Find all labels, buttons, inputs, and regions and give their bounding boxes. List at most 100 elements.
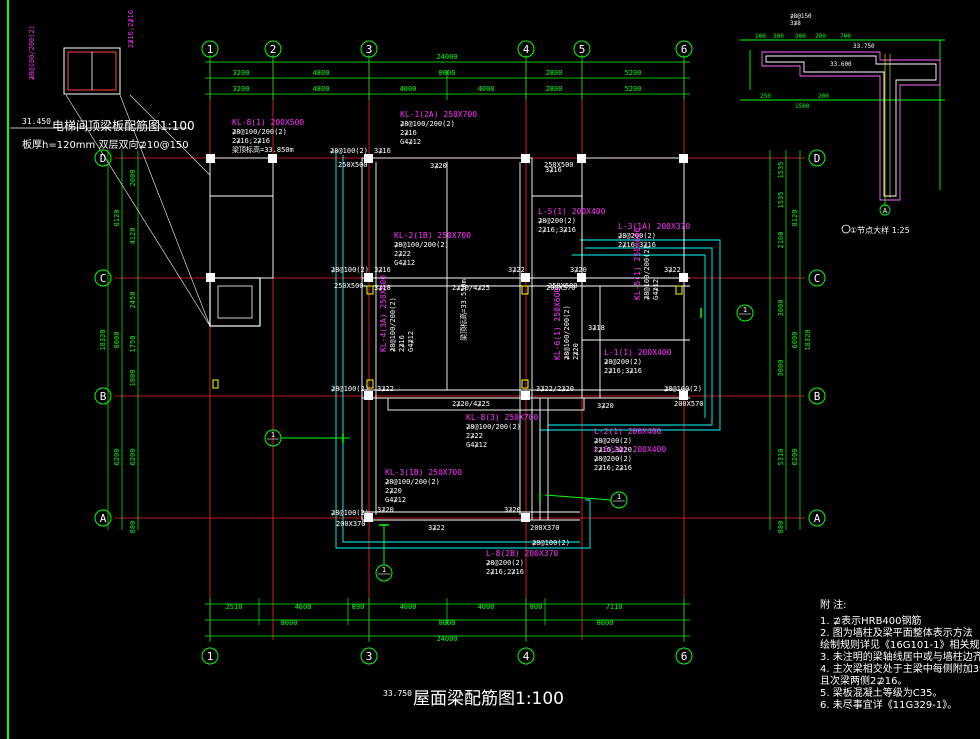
note-item: 4. 主次梁相交处于主梁中每侧附加3个⊉50, (820, 664, 980, 675)
node-dim: 300 (795, 33, 806, 40)
bar-label-d: ⊉8@100(2) (330, 147, 368, 155)
node-label: 33.750 (853, 43, 875, 50)
node-dim: 100 (755, 33, 766, 40)
axis-bubble-top-6: 6 (681, 43, 688, 56)
beam-elevation-note: 梁顶标高=33.550m (459, 279, 468, 341)
dim-left-inner: 1750 (129, 336, 137, 353)
bar-label-a: 3⊉20 (504, 506, 521, 514)
dim-top-total: 24000 (436, 53, 457, 61)
dim-top-2: 4000 (400, 85, 417, 93)
beam-l8: L-8(2B) 200X370 (486, 549, 558, 558)
beam-kl3-rebar: ⊉8@100/200(2) (385, 478, 440, 486)
node-dim: 200 (815, 33, 826, 40)
bar-label-c: 2⊉20/4⊉25 (452, 284, 490, 292)
axis-bubble-bottom-6-circle (675, 647, 693, 665)
dim-right-inner: 3000 (777, 300, 785, 317)
beam-l5: L-5(1) 200X400 (538, 207, 606, 216)
beam-kl1-rebar: ⊉8@100/200(2) (400, 120, 455, 128)
beam-kl4-rebar: G4⊉12 (407, 331, 415, 352)
dim-bottom-1: 4600 (295, 603, 312, 611)
axis-bubble-bottom-3: 3 (366, 650, 373, 663)
dim-right-inner: 2160 (777, 232, 785, 249)
dim-top-1: 3200 (233, 69, 250, 77)
dim-left-outer: 8120 (113, 210, 121, 227)
dim-top-1: 4800 (313, 69, 330, 77)
dim-bottom-1: 890 (352, 603, 365, 611)
beam-kl6-rebar: 2⊉20 (572, 343, 580, 360)
note-item: 绘制规则详见《16G101-1》相关规定。 (820, 640, 980, 651)
beam-l2-rebar: 2⊉16;3⊉20 (594, 446, 632, 454)
axis-bubble-top-6-circle (675, 40, 693, 58)
detail-callouts (264, 304, 754, 582)
axis-bubble-left-D-circle (94, 149, 112, 167)
dim-bottom-2: 8000 (281, 619, 298, 627)
beam-l6-rebar: 2⊉16;2⊉16 (594, 464, 632, 472)
section-size: 250X500 (338, 161, 368, 169)
callout-number: 1 (617, 493, 621, 501)
axis-bubble-top-4-circle (517, 40, 535, 58)
axis-bubble-right-C: C (814, 272, 821, 285)
bar-label-b: 2⊉20/4⊉25 (452, 400, 490, 408)
beam-l8-rebar: 2⊉16;2⊉16 (486, 568, 524, 576)
section-size: 200X370 (530, 524, 560, 532)
beam-l2-rebar: ⊉8@200(2) (594, 437, 632, 445)
dim-right-inner: 5310 (777, 449, 785, 466)
highlight-marks (212, 285, 683, 389)
dim-bottom-2: 8000 (597, 619, 614, 627)
axis-bubble-top-5-circle (573, 40, 591, 58)
beam-kl2-rebar: 2⊉22 (394, 250, 411, 258)
beam-kl8-1-rebar: ⊉8@100/200(2) (232, 128, 287, 136)
dim-top-2: 2800 (546, 85, 563, 93)
inset-slab-note: 板厚h=120mm 双层双向⊉10@150 (22, 140, 189, 151)
dim-left-inner: 2000 (129, 170, 137, 187)
beam-l1-rebar: ⊉8@200(2) (604, 358, 642, 366)
dim-bottom-1: 7110 (606, 603, 623, 611)
dim-left-bottom: 880 (129, 521, 137, 534)
bar-label-c: ⊉8@100(2) (331, 266, 369, 274)
axis-bubble-right-A: A (814, 512, 821, 525)
bar-label-d: 3⊉16 (374, 147, 391, 155)
dim-left-inner: 1800 (129, 370, 137, 387)
beam-l5-rebar: 2⊉16;3⊉16 (538, 226, 576, 234)
section-size: 200X570 (546, 284, 576, 292)
bar-label-b: ⊉8@100(2) (331, 385, 369, 393)
grid-lines (115, 60, 805, 640)
beam-l6-rebar: ⊉8@200(2) (594, 455, 632, 463)
axis-bubble-top-3: 3 (366, 43, 373, 56)
section-cut-marks (342, 308, 702, 526)
note-item: 2. 图为墙柱及梁平面整体表示方法 (820, 628, 973, 639)
columns (206, 154, 688, 522)
beam-kl5-rebar: ⊉8@100/200(2) (643, 245, 651, 300)
beam-l1-rebar: 2⊉16;3⊉16 (604, 367, 642, 375)
bar-label-c: 3⊉18 (588, 324, 605, 332)
inset-title: 电梯间顶梁板配筋图1:100 (52, 119, 195, 133)
section-size: 200X570 (674, 400, 704, 408)
dim-top-1: 5200 (625, 69, 642, 77)
dim-top-1: 2800 (546, 69, 563, 77)
beam-kl5-rebar: G4⊉12 (652, 279, 660, 300)
dim-right-inner: 1535 (777, 192, 785, 209)
axis-bubble-right-D-circle (808, 149, 826, 167)
bar-label-c: 3⊉20 (570, 266, 587, 274)
axis-bubble-right-B-circle (808, 387, 826, 405)
dim-right-inner: 3000 (777, 360, 785, 377)
note-item: 5. 梁板混凝土等级为C35。 (820, 688, 943, 699)
note-item: 且次梁两侧2⊉16。 (820, 676, 908, 687)
beam-kl3-rebar: G4⊉12 (385, 496, 406, 504)
general-notes: 附 注: 1. ⊉表示HRB400钢筋 2. 图为墙柱及梁平面整体表示方法 绘制… (820, 600, 980, 712)
bar-label-b: 3⊉20 (597, 402, 614, 410)
axis-bubble-right-B: B (814, 390, 821, 403)
axis-bubble-left-B-circle (94, 387, 112, 405)
bar-label-a: 3⊉22 (428, 524, 445, 532)
beam-kl8-1-rebar: 2⊉16;2⊉16 (232, 137, 270, 145)
dimension-lines (107, 55, 801, 642)
beam-kl1-rebar: G4⊉12 (400, 138, 421, 146)
axis-bubble-top-1: 1 (207, 43, 214, 56)
dim-right-outer: 8120 (791, 210, 799, 227)
section-size: 250X500 (548, 282, 578, 290)
inset-rebar-label: 2⊉16;2⊉16 (127, 10, 135, 48)
axis-bubble-bottom-4-circle (517, 647, 535, 665)
beam-kl8-rebar: 2⊉22 (466, 432, 483, 440)
node-dim: 1500 (795, 103, 810, 110)
